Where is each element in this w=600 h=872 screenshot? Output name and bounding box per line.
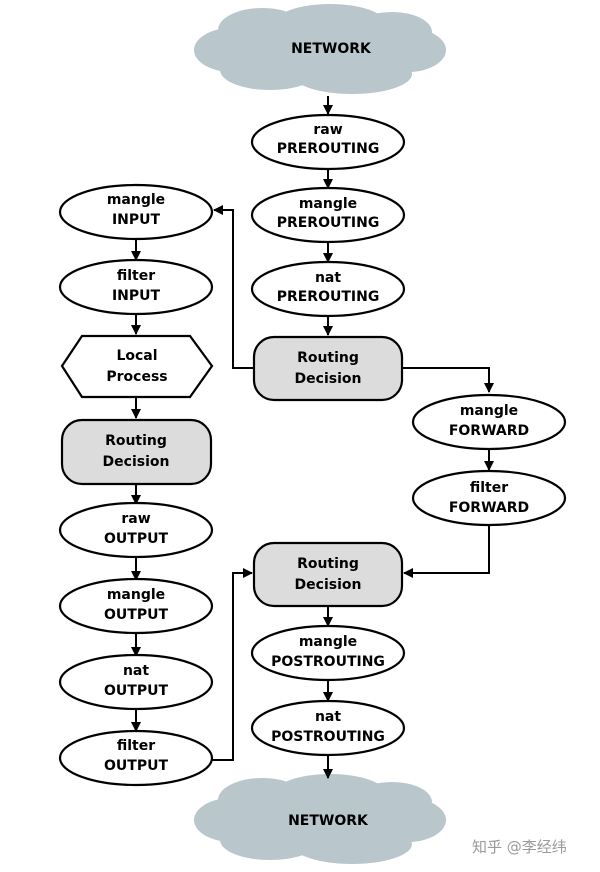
edge-filter-output-to-routing (212, 568, 253, 761)
node-mangle-output: mangle OUTPUT (58, 577, 214, 635)
node-filter-input: filter INPUT (58, 258, 214, 316)
node-label-line1: mangle (107, 587, 165, 603)
node-label-line2: Process (106, 369, 167, 385)
node-label-line2: OUTPUT (104, 607, 168, 623)
node-label-line1: mangle (460, 403, 518, 419)
node-mangle-input: mangle INPUT (58, 183, 214, 241)
node-label-line2: OUTPUT (104, 758, 168, 774)
node-label-line1: mangle (107, 192, 165, 208)
node-filter-output: filter OUTPUT (58, 729, 214, 787)
node-label-line1: nat (315, 270, 341, 286)
node-label-line1: mangle (299, 196, 357, 212)
edge-routing-to-mangle-forward (402, 367, 494, 393)
node-label-line2: Decision (295, 371, 362, 387)
node-raw-output: raw OUTPUT (58, 501, 214, 559)
node-label-line1: filter (117, 268, 155, 284)
node-label-line2: OUTPUT (104, 531, 168, 547)
node-label-line2: FORWARD (449, 500, 529, 516)
node-label-line1: filter (470, 480, 508, 496)
edge-filter-forward-to-routing (403, 524, 490, 578)
node-label-line2: OUTPUT (104, 683, 168, 699)
node-mangle-forward: mangle FORWARD (411, 393, 567, 451)
node-mangle-postrouting: mangle POSTROUTING (250, 624, 406, 682)
node-label-line2: POSTROUTING (271, 729, 385, 745)
network-top-label: NETWORK (291, 41, 372, 57)
node-label-line2: Decision (103, 454, 170, 470)
node-filter-forward: filter FORWARD (411, 469, 567, 527)
node-label-line2: INPUT (112, 212, 161, 228)
node-mangle-prerouting: mangle PREROUTING (250, 186, 406, 244)
node-nat-output: nat OUTPUT (58, 653, 214, 711)
watermark: 知乎 @李经纬 (472, 838, 567, 856)
node-label-line2: Decision (295, 577, 362, 593)
node-label-line1: mangle (299, 634, 357, 650)
node-label-line1: raw (313, 122, 342, 138)
node-label-line1: Local (116, 348, 157, 364)
node-label-line1: filter (117, 738, 155, 754)
node-label-line2: INPUT (112, 288, 161, 304)
node-label-line1: raw (121, 511, 150, 527)
node-label-line2: FORWARD (449, 423, 529, 439)
node-label-line2: POSTROUTING (271, 654, 385, 670)
node-nat-prerouting: nat PREROUTING (250, 260, 406, 318)
network-cloud-bottom: NETWORK (194, 774, 446, 864)
network-bottom-label: NETWORK (288, 813, 369, 829)
node-nat-postrouting: nat POSTROUTING (250, 699, 406, 757)
node-raw-prerouting: raw PREROUTING (250, 113, 406, 171)
node-label-line1: Routing (105, 433, 167, 449)
node-routing-decision-2: Routing Decision (60, 418, 213, 486)
node-routing-decision-1: Routing Decision (252, 335, 404, 402)
node-local-process: Local Process (60, 334, 214, 399)
node-label-line1: Routing (297, 556, 359, 572)
node-label-line1: nat (123, 663, 149, 679)
network-cloud-top: NETWORK (194, 4, 446, 94)
node-label-line1: Routing (297, 350, 359, 366)
edges (131, 96, 494, 779)
node-routing-decision-3: Routing Decision (252, 541, 404, 608)
edge-routing-to-mangle-input (213, 205, 254, 369)
node-label-line2: PREROUTING (277, 289, 380, 305)
node-label-line2: PREROUTING (277, 215, 380, 231)
node-label-line2: PREROUTING (277, 141, 380, 157)
node-label-line1: nat (315, 709, 341, 725)
